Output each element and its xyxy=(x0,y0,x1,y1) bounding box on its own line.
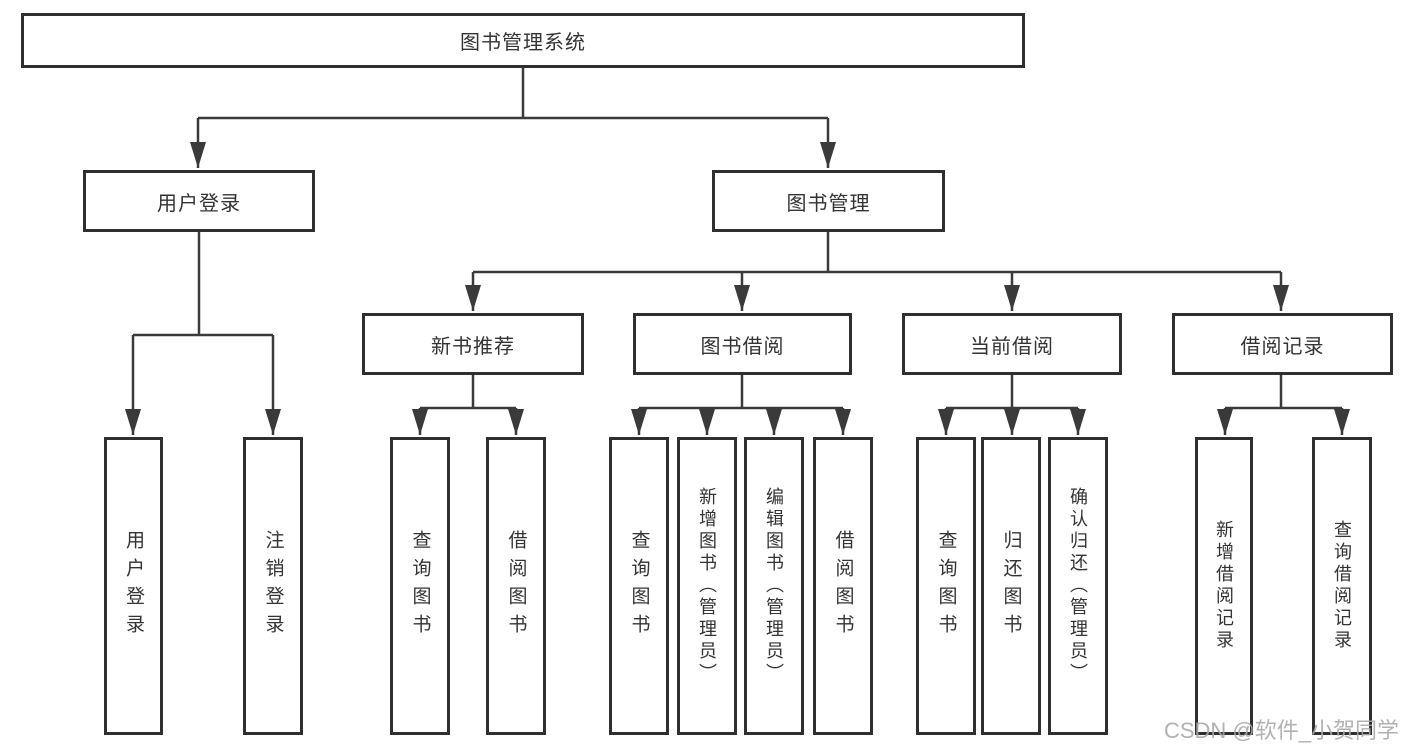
node-borrow-record-label: 借阅记录 xyxy=(1240,335,1325,358)
node-current-borrow-label: 当前借阅 xyxy=(970,335,1054,358)
node-root-label: 图书管理系统 xyxy=(460,32,586,54)
leaf-add-borrow-record: 新增借阅记录 xyxy=(1195,437,1253,735)
node-book-borrow-label: 图书借阅 xyxy=(700,335,785,358)
leaf-logout-label: 注销登录 xyxy=(262,530,284,642)
leaf-user-login: 用户登录 xyxy=(104,437,163,735)
leaf-user-login-label: 用户登录 xyxy=(123,530,144,642)
node-user-login-label: 用户登录 xyxy=(157,192,241,215)
leaf-add-book-admin-label: 新增图书（管理员） xyxy=(697,487,717,685)
leaf-query-book-recommend: 查询图书 xyxy=(390,437,450,735)
node-new-book-recommend: 新书推荐 xyxy=(362,313,584,375)
leaf-return-book: 归还图书 xyxy=(981,437,1041,735)
leaf-query-book-borrow-label: 查询图书 xyxy=(628,530,650,642)
leaf-query-book-borrow: 查询图书 xyxy=(609,437,669,735)
leaf-borrow-book-recommend: 借阅图书 xyxy=(486,437,546,735)
leaf-confirm-return-admin: 确认归还（管理员） xyxy=(1048,437,1108,735)
leaf-edit-book-admin: 编辑图书（管理员） xyxy=(744,437,804,735)
leaf-query-book-current: 查询图书 xyxy=(916,437,976,735)
node-root-library-system: 图书管理系统 xyxy=(21,13,1025,68)
leaf-query-borrow-record-label: 查询借阅记录 xyxy=(1332,520,1352,652)
leaf-query-book-current-label: 查询图书 xyxy=(935,530,957,642)
node-new-book-recommend-label: 新书推荐 xyxy=(431,335,515,358)
leaf-query-book-recommend-label: 查询图书 xyxy=(409,530,431,642)
node-user-login: 用户登录 xyxy=(83,170,315,232)
leaf-logout: 注销登录 xyxy=(243,437,303,735)
leaf-borrow-book: 借阅图书 xyxy=(813,437,873,735)
leaf-query-borrow-record: 查询借阅记录 xyxy=(1312,437,1372,735)
watermark: CSDN @软件_小贺同学 xyxy=(1163,718,1399,743)
node-book-management: 图书管理 xyxy=(712,170,945,232)
leaf-edit-book-admin-label: 编辑图书（管理员） xyxy=(764,487,784,685)
node-current-borrow: 当前借阅 xyxy=(902,313,1122,375)
leaf-confirm-return-admin-label: 确认归还（管理员） xyxy=(1068,487,1088,685)
leaf-add-book-admin: 新增图书（管理员） xyxy=(677,437,737,735)
node-book-borrow: 图书借阅 xyxy=(633,313,852,375)
leaf-borrow-book-label: 借阅图书 xyxy=(832,530,854,642)
leaf-add-borrow-record-label: 新增借阅记录 xyxy=(1214,520,1234,652)
leaf-borrow-book-recommend-label: 借阅图书 xyxy=(505,530,527,642)
leaf-return-book-label: 归还图书 xyxy=(1000,530,1022,642)
node-borrow-record: 借阅记录 xyxy=(1172,313,1393,375)
node-book-management-label: 图书管理 xyxy=(786,192,871,215)
